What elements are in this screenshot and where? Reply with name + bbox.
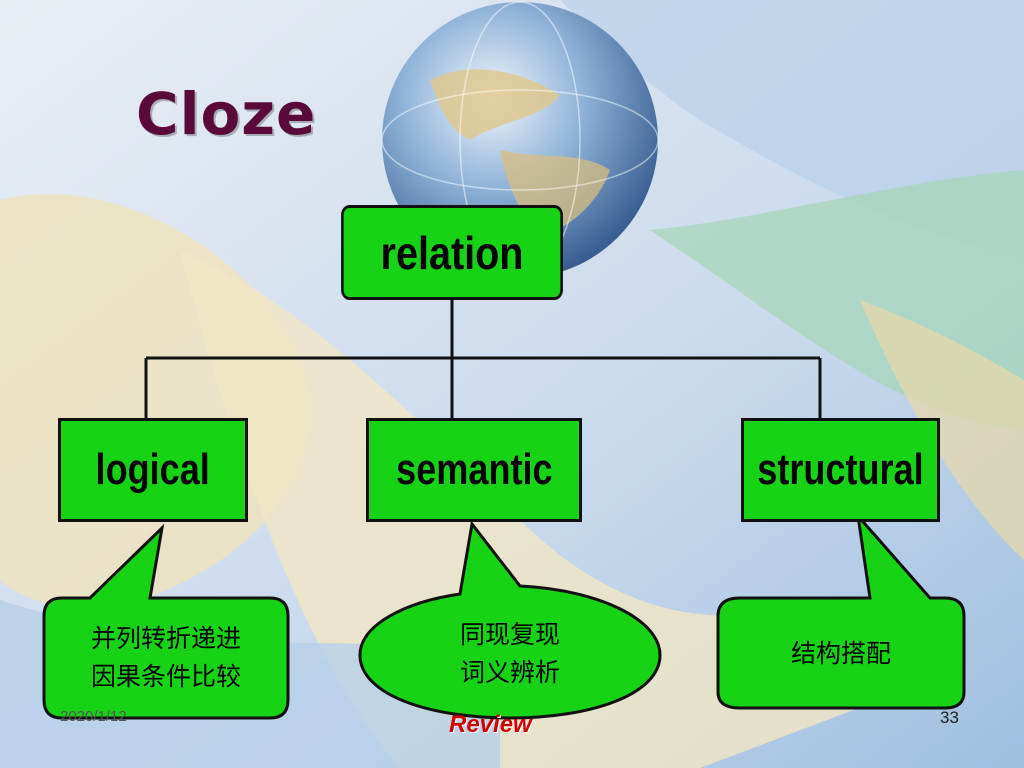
callout-logical-line2: 因果条件比较 xyxy=(90,662,241,691)
tree-connectors xyxy=(144,300,822,418)
callout-semantic-line1: 同现复现 xyxy=(459,620,560,649)
callout-structural xyxy=(716,511,966,710)
callout-logical-line1: 并列转折递进 xyxy=(90,624,241,653)
callout-semantic-line2: 词义辨析 xyxy=(459,658,560,687)
footer-date: 2020/1/12 xyxy=(60,708,127,725)
node-logical: logical xyxy=(58,418,248,522)
callout-structural-line1: 结构搭配 xyxy=(790,639,891,668)
footer-review: Review xyxy=(449,711,532,738)
slide-title: Cloze xyxy=(136,80,317,148)
node-structural-label: structural xyxy=(757,445,924,494)
node-relation: relation xyxy=(341,205,563,300)
node-structural: structural xyxy=(741,418,940,522)
callout-logical-text: 并列转折递进 因果条件比较 xyxy=(42,620,290,696)
page-number: 33 xyxy=(940,708,959,727)
node-relation-label: relation xyxy=(380,226,524,279)
callout-semantic-text: 同现复现 词义辨析 xyxy=(360,616,660,692)
callout-semantic xyxy=(358,520,662,720)
callout-logical xyxy=(42,523,290,720)
node-semantic: semantic xyxy=(366,418,582,522)
node-semantic-label: semantic xyxy=(395,445,553,494)
node-logical-label: logical xyxy=(95,445,211,494)
callout-structural-text: 结构搭配 xyxy=(718,635,964,673)
